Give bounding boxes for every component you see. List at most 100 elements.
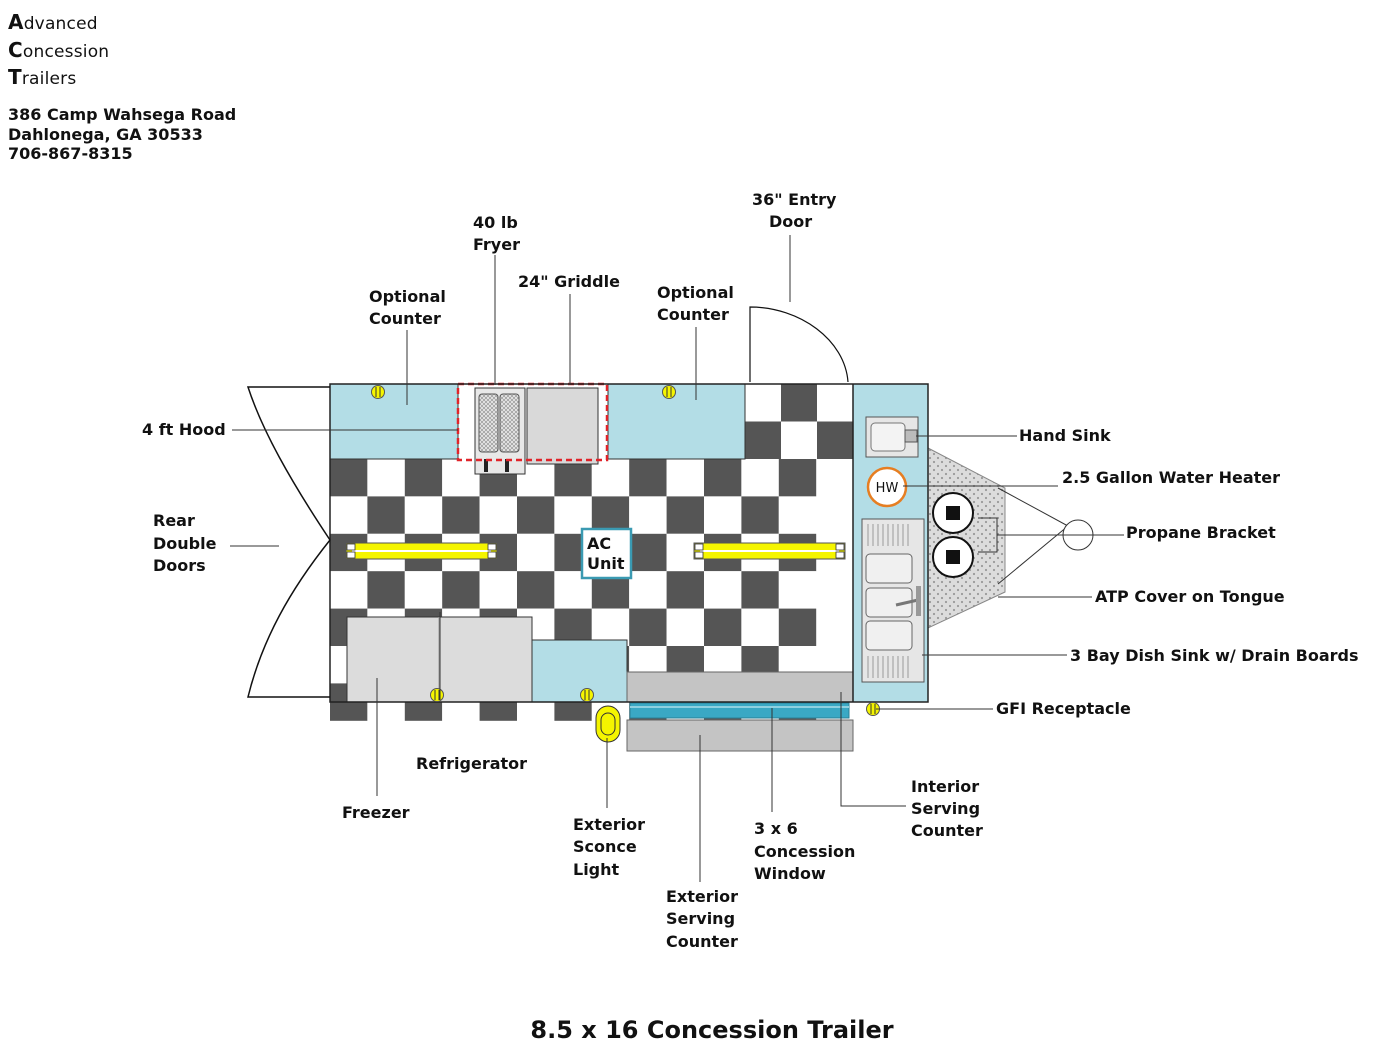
rear-door-lower bbox=[247, 539, 331, 698]
gfi-receptacle bbox=[580, 688, 594, 702]
bottom-counter bbox=[531, 639, 628, 703]
floor-tile bbox=[666, 608, 704, 646]
floor-tile bbox=[781, 421, 817, 459]
address-phone: 706-867-8315 bbox=[8, 144, 133, 163]
floor-tile bbox=[517, 496, 555, 534]
address-street: 386 Camp Wahsega Road bbox=[8, 105, 237, 124]
dish-sink-bay-1 bbox=[865, 553, 913, 584]
griddle bbox=[526, 387, 599, 465]
floor-tile bbox=[591, 496, 630, 534]
floor-tile bbox=[404, 496, 443, 534]
floor-tile bbox=[704, 459, 742, 497]
dish-sink-bay-3 bbox=[865, 620, 913, 651]
optional-counter-left-label-2: Counter bbox=[369, 309, 441, 328]
floor-tile bbox=[479, 571, 517, 609]
hood-label: 4 ft Hood bbox=[142, 420, 226, 439]
floor-tile bbox=[442, 496, 480, 534]
floor-tile bbox=[778, 608, 817, 646]
gfi-label: GFI Receptacle bbox=[996, 699, 1131, 718]
optional-counter-left-label-1: Optional bbox=[369, 287, 446, 306]
tongue-frame bbox=[997, 487, 1069, 585]
fryer-label-2: Fryer bbox=[473, 235, 520, 254]
sconce-label-3: Light bbox=[573, 860, 620, 879]
floor-tile bbox=[367, 459, 405, 497]
optional-counter-left bbox=[329, 383, 459, 460]
address-city: Dahlonega, GA 30533 bbox=[8, 124, 203, 144]
drain-board-bottom bbox=[867, 656, 909, 678]
floor-tile bbox=[781, 384, 817, 422]
propane-valve-1 bbox=[946, 506, 960, 520]
floor-tile bbox=[591, 459, 630, 497]
entry-door-swing bbox=[749, 306, 849, 383]
floor-tile bbox=[554, 459, 592, 497]
trailer-outline bbox=[329, 383, 929, 703]
floor-tile bbox=[704, 571, 742, 609]
propane-bracket-label: Propane Bracket bbox=[1126, 523, 1276, 542]
floor-tile bbox=[745, 384, 781, 422]
floor-tile bbox=[778, 496, 817, 534]
floor-tile bbox=[404, 459, 443, 497]
floor-tile bbox=[330, 496, 368, 534]
floor-tile bbox=[554, 496, 592, 534]
ac-unit-label-1: AC bbox=[587, 534, 611, 553]
floor-tile bbox=[517, 533, 555, 572]
water-heater-label: 2.5 Gallon Water Heater bbox=[1062, 468, 1280, 487]
rear-door-upper bbox=[246, 386, 331, 541]
hand-sink-bowl bbox=[870, 422, 906, 452]
floor-tile bbox=[704, 496, 742, 534]
floor-tile bbox=[479, 496, 517, 534]
floor-tile bbox=[367, 571, 405, 609]
dish-sink-label: 3 Bay Dish Sink w/ Drain Boards bbox=[1070, 646, 1359, 665]
floor-tile bbox=[330, 571, 368, 609]
gfi-receptacle bbox=[371, 385, 385, 399]
floor-tile bbox=[442, 571, 480, 609]
floor-tile bbox=[745, 421, 781, 459]
leader-lines bbox=[230, 235, 1124, 882]
water-heater bbox=[866, 466, 908, 508]
ceiling-light-right bbox=[693, 542, 846, 560]
floor-tile bbox=[517, 571, 555, 609]
floor-tile bbox=[741, 608, 779, 646]
window-label-1: 3 x 6 bbox=[754, 819, 798, 838]
entry-door-label-2: Door bbox=[769, 212, 812, 231]
fryer-basket-right bbox=[499, 393, 520, 453]
floor-tile bbox=[741, 571, 779, 609]
floor-tile bbox=[666, 459, 704, 497]
refrigerator-label: Refrigerator bbox=[416, 754, 527, 773]
rear-doors-label-1: Rear bbox=[153, 511, 195, 530]
interior-counter-label-1: Interior bbox=[911, 777, 979, 796]
optional-counter-right bbox=[607, 383, 746, 460]
floor-tile bbox=[704, 608, 742, 646]
ac-unit-label-2: Unit bbox=[587, 554, 625, 573]
exterior-counter-label-3: Counter bbox=[666, 932, 738, 951]
hand-sink-faucet bbox=[904, 429, 918, 443]
diagram-title: 8.5 x 16 Concession Trailer bbox=[530, 1016, 893, 1044]
company-address: 386 Camp Wahsega Road Dahlonega, GA 3053… bbox=[8, 105, 236, 164]
hand-sink-label: Hand Sink bbox=[1019, 426, 1111, 445]
floor-tile bbox=[629, 608, 667, 646]
exterior-counter-label-1: Exterior bbox=[666, 887, 738, 906]
water-heater-badge: HW bbox=[876, 481, 899, 496]
floor-tile bbox=[629, 571, 667, 609]
propane-valve-2 bbox=[946, 550, 960, 564]
ac-unit bbox=[580, 527, 633, 580]
floor-tile bbox=[367, 496, 405, 534]
floor-tile bbox=[666, 496, 704, 534]
interior-counter-label-3: Counter bbox=[911, 821, 983, 840]
floor-tile bbox=[778, 571, 817, 609]
optional-counter-right-label-1: Optional bbox=[657, 283, 734, 302]
dish-sink-faucet-post bbox=[916, 586, 921, 616]
floor-tile bbox=[404, 571, 443, 609]
window-label-3: Window bbox=[754, 864, 826, 883]
atp-cover-label: ATP Cover on Tongue bbox=[1095, 587, 1285, 606]
interior-counter-label-2: Serving bbox=[911, 799, 980, 818]
rear-doors-label-2: Double bbox=[153, 534, 217, 553]
fryer-label-1: 40 lb bbox=[473, 213, 518, 232]
floor-tile bbox=[629, 496, 667, 534]
sconce-label-2: Sconce bbox=[573, 837, 637, 856]
sconce-label-1: Exterior bbox=[573, 815, 645, 834]
exterior-serving-counter bbox=[626, 719, 854, 752]
entry-door-label-1: 36" Entry bbox=[752, 190, 837, 209]
company-name: Advanced Concession Trailers bbox=[8, 10, 110, 89]
